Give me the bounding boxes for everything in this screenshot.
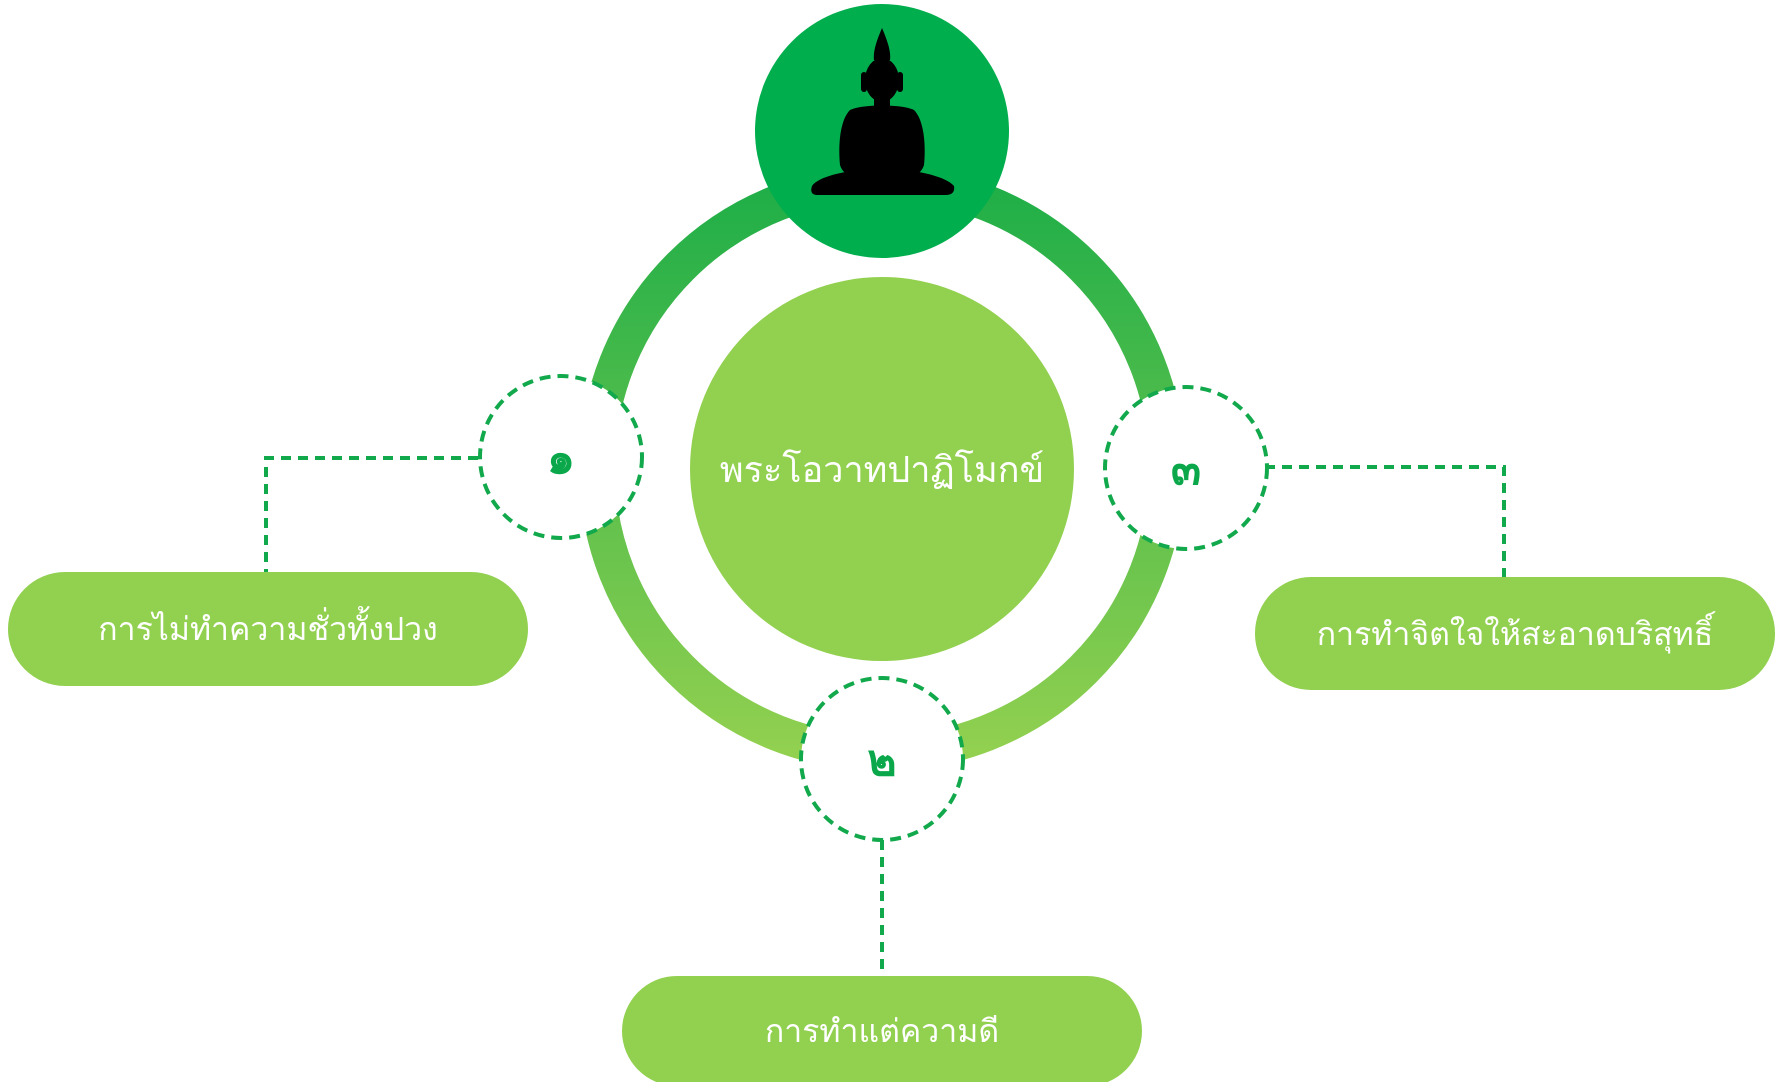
connector-line-1 [264, 456, 478, 572]
principle-pill-1: การไม่ทำความชั่วทั้งปวง [8, 572, 528, 686]
principle-1-label: การไม่ทำความชั่วทั้งปวง [98, 606, 438, 648]
number-node-2: ๒ [799, 676, 965, 842]
number-2-label: ๒ [867, 735, 896, 786]
principle-pill-2: การทำแต่ความดี [622, 976, 1142, 1082]
center-title: พระโอวาทปาฏิโมกข์ [720, 449, 1044, 491]
connector-line-3 [1265, 465, 1506, 577]
center-circle [690, 277, 1074, 661]
number-1-label: ๑ [547, 433, 575, 484]
number-node-3: ๓ [1103, 385, 1269, 551]
principle-pill-3: การทำจิตใจให้สะอาดบริสุทธิ์ [1255, 577, 1775, 690]
principle-3-label: การทำจิตใจให้สะอาดบริสุทธิ์ [1317, 611, 1716, 654]
number-node-1: ๑ [478, 374, 644, 540]
number-3-label: ๓ [1171, 444, 1201, 495]
buddha-silhouette-icon [811, 28, 955, 195]
principle-2-label: การทำแต่ความดี [765, 1012, 999, 1050]
